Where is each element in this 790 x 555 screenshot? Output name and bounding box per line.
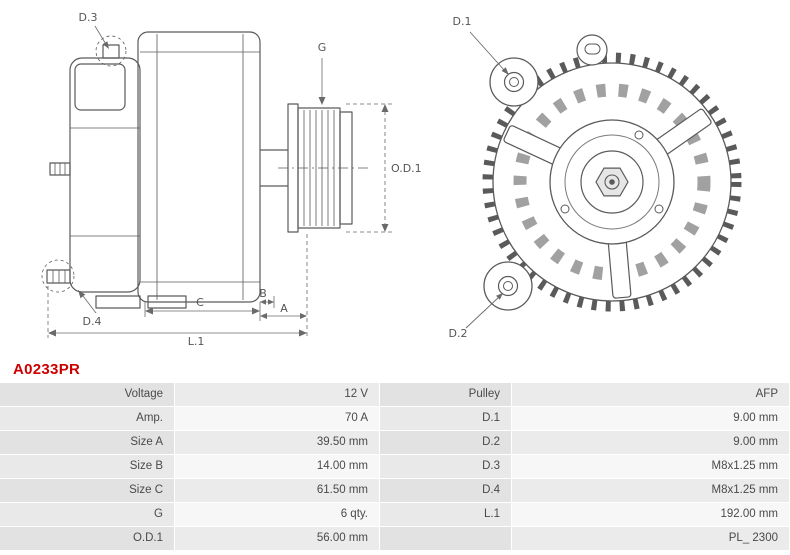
spec-value-d2: 9.00 mm [512, 431, 790, 455]
side-view-arrowheads [48, 41, 389, 337]
dim-label-l1: L.1 [188, 335, 205, 348]
dim-label-d2: D.2 [449, 327, 468, 340]
spec-label-d1: D.1 [380, 407, 512, 431]
dim-label-b: B [259, 287, 267, 300]
technical-drawing-area: D.3 G O.D.1 D.4 C B A L.1 [41, 11, 742, 348]
dim-label-a: A [280, 302, 288, 315]
spec-value-od1: 56.00 mm [175, 527, 380, 551]
spec-label-d3: D.3 [380, 455, 512, 479]
spec-value-d4: M8x1.25 mm [512, 479, 790, 503]
spec-label-pulley: Pulley [380, 383, 512, 407]
spec-label-size-c: Size C [0, 479, 175, 503]
spec-value-plant-code: PL_ 2300 [512, 527, 790, 551]
spec-label-size-a: Size A [0, 431, 175, 455]
spec-value-l1: 192.00 mm [512, 503, 790, 527]
spec-row-g-l1: G 6 qty. L.1 192.00 mm [0, 503, 790, 527]
spec-label-g: G [0, 503, 175, 527]
rear-view-callouts [465, 31, 506, 329]
spec-table: Voltage 12 V Pulley AFP Amp. 70 A D.1 9.… [0, 383, 790, 551]
spec-row-amp-d1: Amp. 70 A D.1 9.00 mm [0, 407, 790, 431]
side-view-dimensions [47, 25, 392, 338]
spec-label-empty [380, 527, 512, 551]
technical-drawing: D.3 G O.D.1 D.4 C B A L.1 [41, 11, 742, 348]
dim-label-d4: D.4 [83, 315, 102, 328]
spec-value-amp: 70 A [175, 407, 380, 431]
spec-label-size-b: Size B [0, 455, 175, 479]
spec-row-sizeb-d3: Size B 14.00 mm D.3 M8x1.25 mm [0, 455, 790, 479]
spec-value-size-b: 14.00 mm [175, 455, 380, 479]
dim-label-od1: O.D.1 [391, 162, 422, 175]
spec-value-voltage: 12 V [175, 383, 380, 407]
spec-value-d3: M8x1.25 mm [512, 455, 790, 479]
alternator-rear-view [482, 34, 742, 312]
spec-label-od1: O.D.1 [0, 527, 175, 551]
part-number: A0233PR [13, 361, 81, 378]
spec-value-size-a: 39.50 mm [175, 431, 380, 455]
dim-label-g: G [318, 41, 327, 54]
spec-label-voltage: Voltage [0, 383, 175, 407]
spec-value-d1: 9.00 mm [512, 407, 790, 431]
spec-row-sizea-d2: Size A 39.50 mm D.2 9.00 mm [0, 431, 790, 455]
alternator-side-view [41, 31, 372, 309]
spec-row-sizec-d4: Size C 61.50 mm D.4 M8x1.25 mm [0, 479, 790, 503]
spec-label-d2: D.2 [380, 431, 512, 455]
spec-label-d4: D.4 [380, 479, 512, 503]
spec-row-voltage-pulley: Voltage 12 V Pulley AFP [0, 383, 790, 407]
rear-view-arrowheads [496, 67, 509, 300]
dim-label-c: C [196, 296, 204, 309]
spec-label-amp: Amp. [0, 407, 175, 431]
spec-row-od1-plant: O.D.1 56.00 mm PL_ 2300 [0, 527, 790, 551]
dim-label-d1: D.1 [453, 15, 472, 28]
spec-value-size-c: 61.50 mm [175, 479, 380, 503]
dim-label-d3: D.3 [79, 11, 98, 24]
spec-label-l1: L.1 [380, 503, 512, 527]
spec-value-pulley: AFP [512, 383, 790, 407]
spec-value-g: 6 qty. [175, 503, 380, 527]
